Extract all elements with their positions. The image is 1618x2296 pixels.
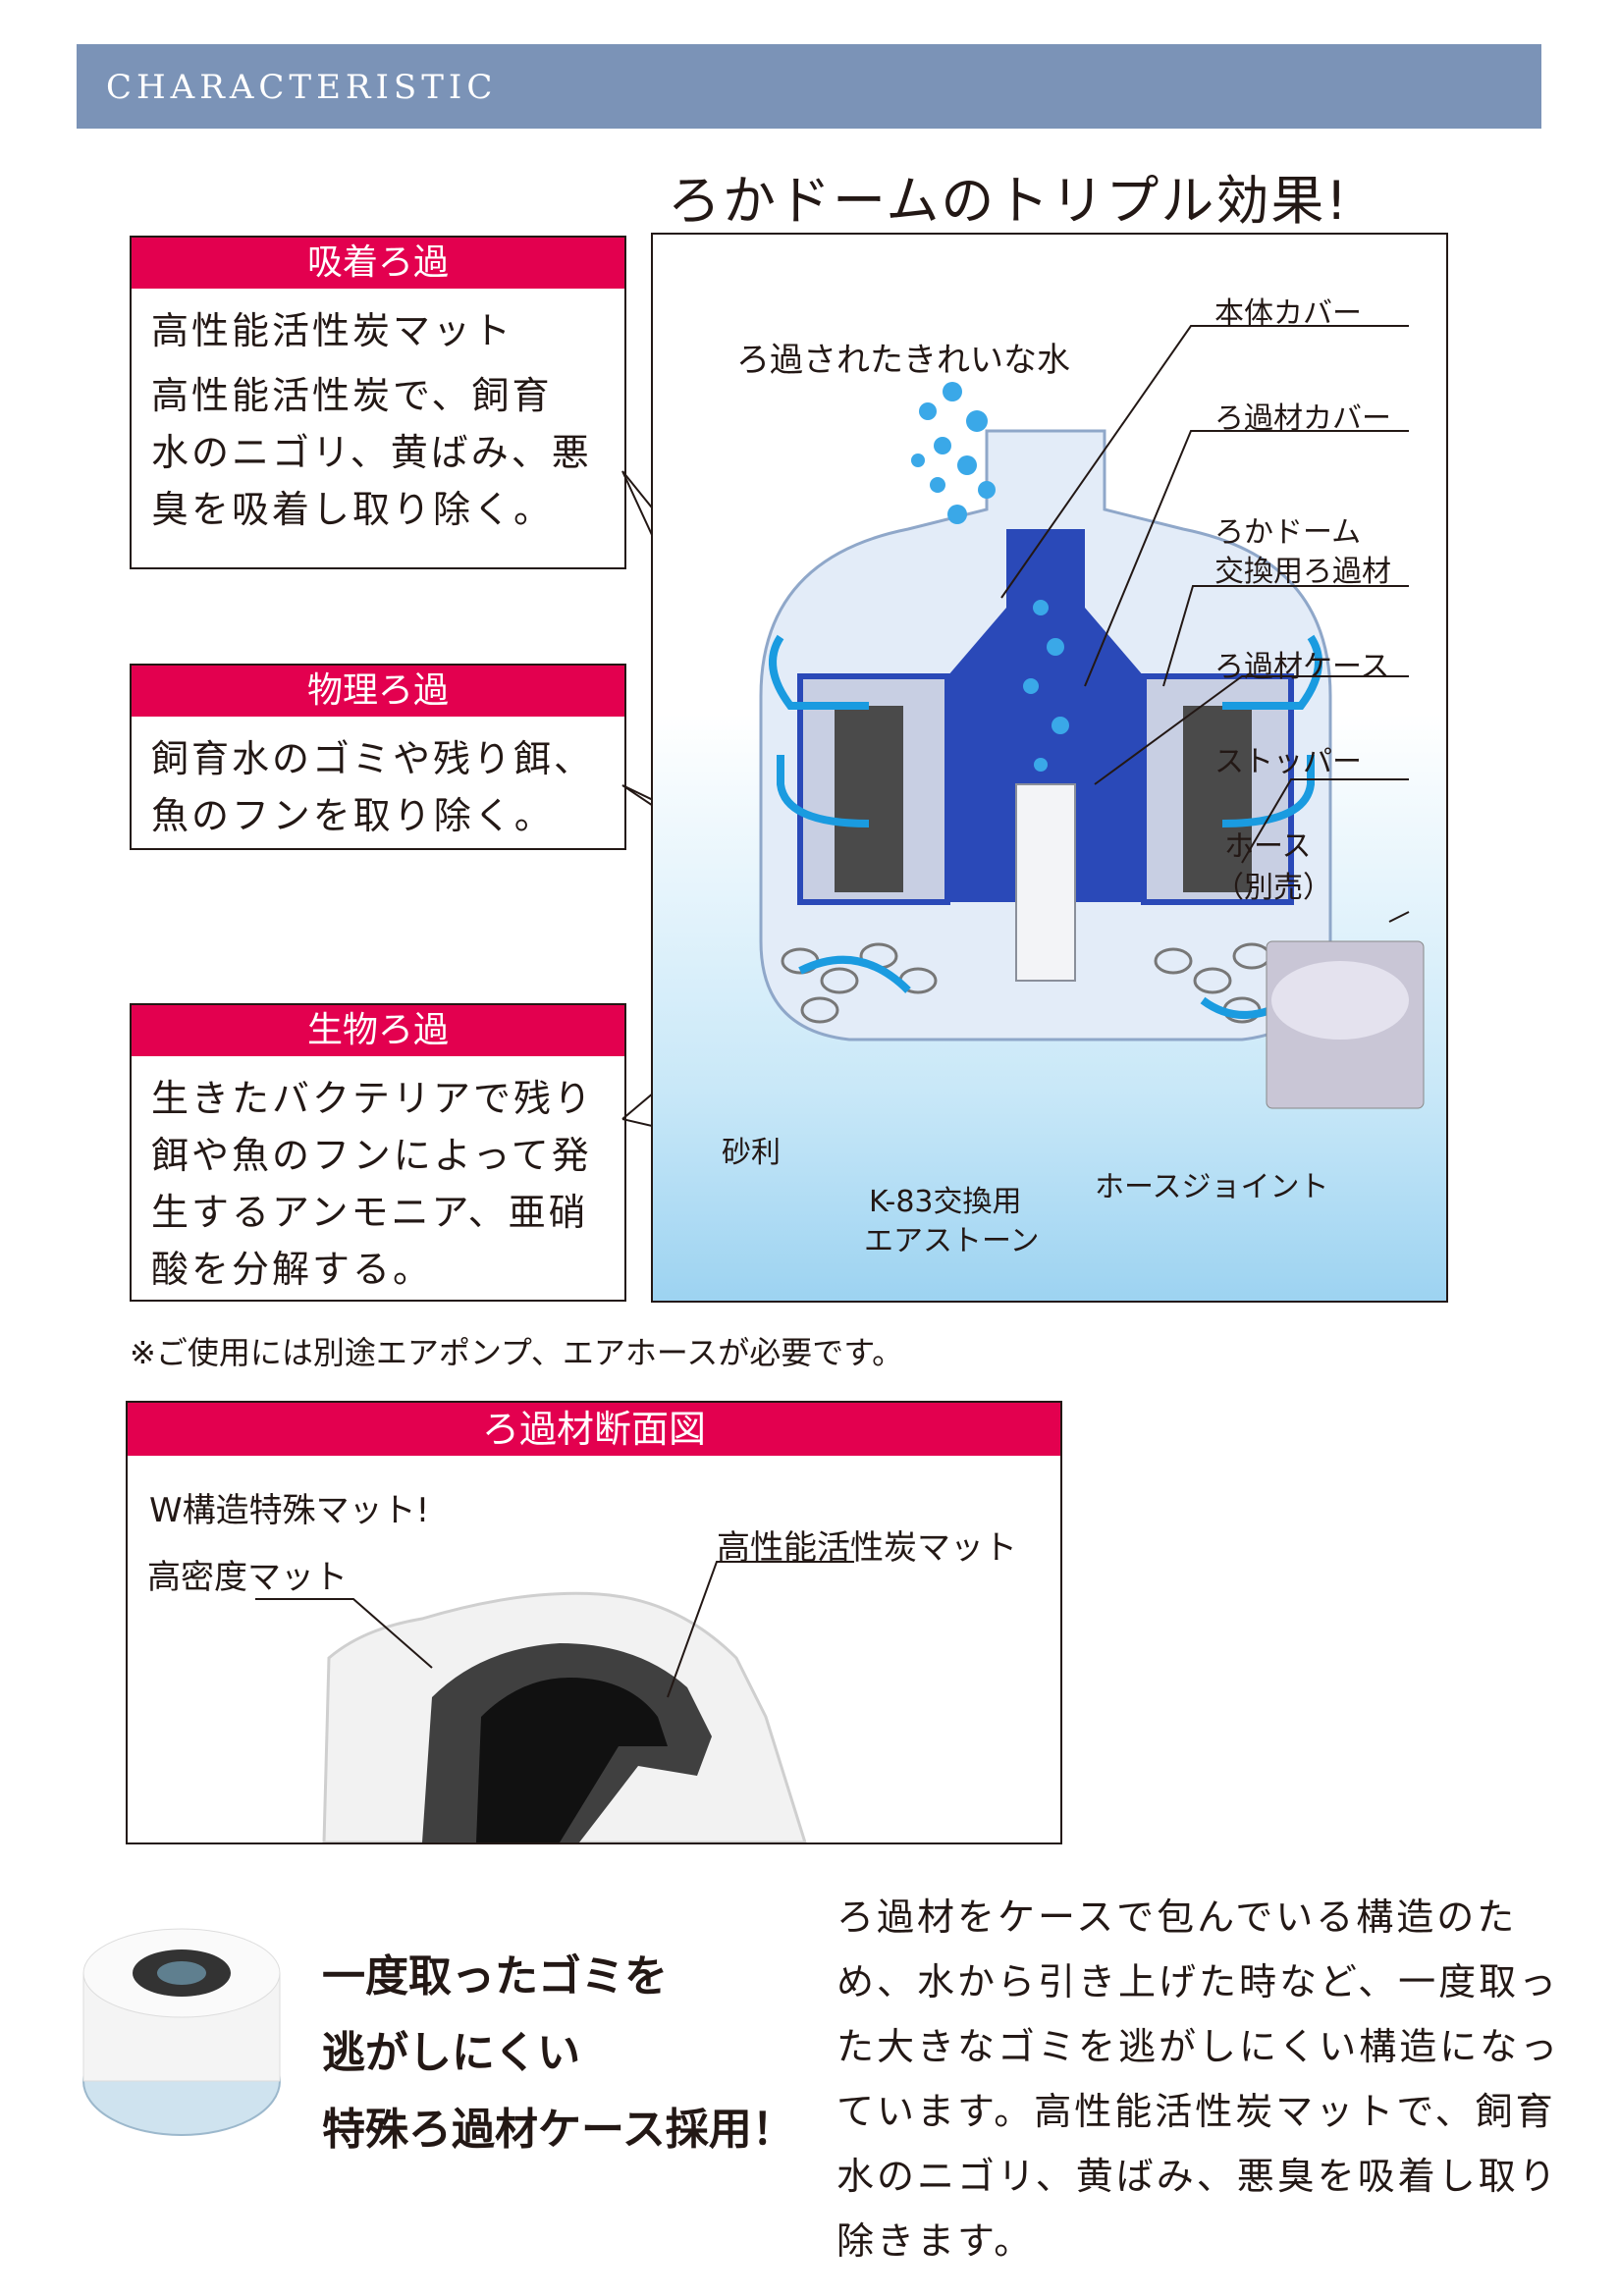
label-gravel: 砂利 xyxy=(722,1136,781,1170)
desc-line: ろ過材をケースで包んでいる構造のた xyxy=(836,1896,1518,1939)
card-line: 餌や魚のフンによって発 xyxy=(151,1134,592,1177)
section-subtitle: W構造特殊マット! xyxy=(149,1491,430,1530)
biological-card: 生物ろ過 生きたバクテリアで残り 餌や魚のフンによって発 生するアンモニア、亜硝… xyxy=(130,1003,626,1302)
card-line: 飼育水のゴミや残り餌、 xyxy=(151,737,595,780)
label-airstone: エアストーン xyxy=(864,1224,1040,1258)
dome-core xyxy=(947,529,1144,902)
cross-section-illustration xyxy=(255,1561,854,1842)
desc-line: 除きます。 xyxy=(836,2219,1035,2263)
label-hose-joint: ホースジョイント xyxy=(1095,1170,1329,1204)
desc-line: た大きなゴミを逃がしにくい構造になっ xyxy=(836,2025,1561,2068)
desc-line: ています。高性能活性炭マットで、飼育 xyxy=(836,2090,1556,2133)
feature-line: 特殊ろ過材ケース採用！ xyxy=(322,2105,795,2155)
usage-note: ※ご使用には別途エアポンプ、エアホースが必要です。 xyxy=(130,1334,904,1371)
physical-card: 物理ろ過 飼育水のゴミや残り餌、 魚のフンを取り除く。 xyxy=(130,664,626,850)
airstone xyxy=(1015,783,1076,982)
desc-line: 水のニゴリ、黄ばみ、悪臭を吸着し取り xyxy=(836,2155,1559,2198)
section-title: ろ過材断面図 xyxy=(128,1403,1060,1456)
label-airstone-model: K-83交換用 xyxy=(869,1185,1022,1219)
label-sold-separately: （別売） xyxy=(1214,871,1332,905)
card-line: 臭を吸着し取り除く。 xyxy=(151,488,555,531)
card-line: 高性能活性炭で、飼育 xyxy=(151,374,553,417)
card-line: 魚のフンを取り除く。 xyxy=(151,794,555,837)
carbon-mat-left xyxy=(835,706,903,892)
filter-product-image xyxy=(82,1928,281,2136)
filter-diagram: ろ過されたきれいな水 本体カバー ろ過材カバー ろかドーム 交換用ろ過材 ろ過材… xyxy=(651,233,1448,1303)
label-dense-mat: 高密度マット xyxy=(147,1558,348,1597)
card-title: 吸着ろ過 xyxy=(132,238,624,289)
feature-line: 逃がしにくい xyxy=(322,2028,581,2078)
label-roka-dome: ろかドーム xyxy=(1214,515,1362,550)
header-bar: CHARACTERISTIC xyxy=(77,44,1541,129)
card-title: 物理ろ過 xyxy=(132,666,624,717)
card-line: 生きたバクテリアで残り xyxy=(151,1077,595,1120)
label-hose: ホース xyxy=(1224,829,1312,864)
feature-line: 一度取ったゴミを xyxy=(322,1951,668,2002)
hose-joint-ring xyxy=(1271,961,1409,1040)
bubbles xyxy=(911,382,1069,772)
label-stopper: ストッパー xyxy=(1214,745,1362,779)
card-line: 生するアンモニア、亜硝 xyxy=(151,1191,589,1234)
carbon-core xyxy=(476,1678,668,1842)
label-body-cover: 本体カバー xyxy=(1214,296,1362,331)
clean-water-label: ろ過されたきれいな水 xyxy=(736,341,1070,380)
card-line: 水のニゴリ、黄ばみ、悪 xyxy=(151,431,592,474)
cross-section-box: ろ過材断面図 W構造特殊マット! 高密度マット 高性能活性炭マット xyxy=(126,1401,1062,1844)
dome-illustration xyxy=(759,325,1425,1109)
description-text: ろ過材をケースで包んでいる構造のた め、水から引き上げた時など、一度取っ た大き… xyxy=(836,1885,1583,2273)
carbon-mat-right xyxy=(1183,706,1252,892)
label-filter-cover: ろ過材カバー xyxy=(1214,401,1391,436)
feature-text: 一度取ったゴミを 逃がしにくい 特殊ろ過材ケース採用！ xyxy=(322,1939,795,2168)
main-title: ろかドームのトリプル効果! xyxy=(668,170,1350,232)
label-filter-case: ろ過材ケース xyxy=(1214,650,1390,684)
label-replacement-filter: 交換用ろ過材 xyxy=(1214,555,1391,589)
header-title: CHARACTERISTIC xyxy=(106,68,498,107)
desc-line: め、水から引き上げた時など、一度取っ xyxy=(836,1960,1560,2003)
card-subtitle: 高性能活性炭マット xyxy=(151,309,514,352)
card-line: 酸を分解する。 xyxy=(151,1248,434,1291)
adsorption-card: 吸着ろ過 高性能活性炭マット 高性能活性炭で、飼育 水のニゴリ、黄ばみ、悪 臭を… xyxy=(130,236,626,569)
card-title: 生物ろ過 xyxy=(132,1005,624,1056)
